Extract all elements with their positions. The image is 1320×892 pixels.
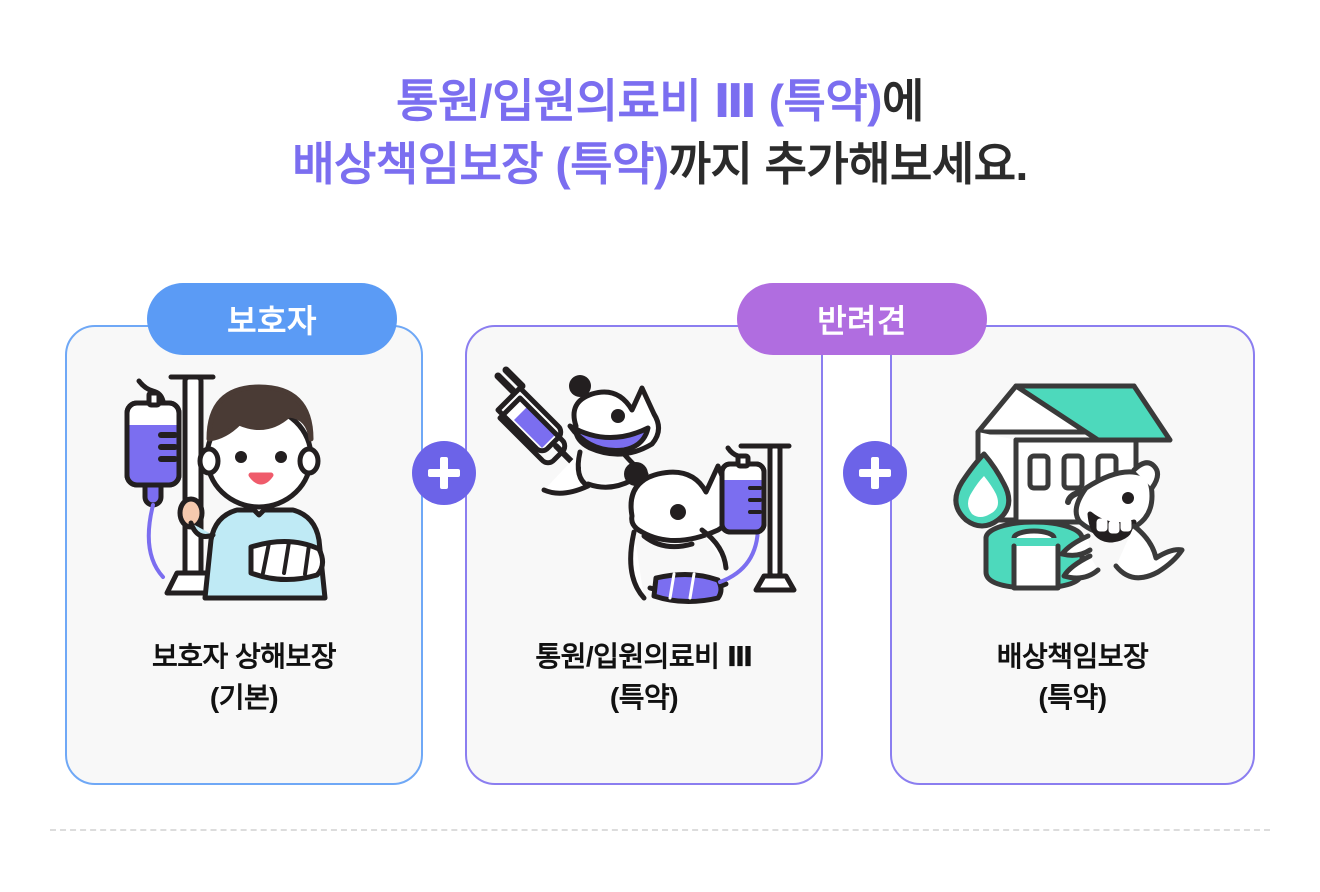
bottom-dashed-divider [50, 829, 1270, 831]
headline-line-1-accent: 통원/입원의료비 Ⅲ (특약) [396, 75, 882, 127]
coverage-card-caption: 통원/입원의료비 Ⅲ (특약) [467, 637, 821, 718]
group-pill-label: 반려견 [817, 303, 907, 339]
group-pill-label: 보호자 [227, 303, 317, 339]
headline-line-2-accent: 배상책임보장 (특약) [292, 138, 669, 191]
plus-badge-2 [843, 441, 907, 505]
coverage-card-subtitle: (기본) [209, 681, 279, 713]
house-fire-toilet-paper-and-barking-dog-icon [892, 355, 1253, 625]
two-dogs-syringe-and-iv-drip-icon [467, 355, 821, 625]
injured-person-with-iv-drip-icon [67, 355, 421, 625]
headline-line-1: 통원/입원의료비 Ⅲ (특약)에 [0, 70, 1320, 133]
coverage-card-title: 보호자 상해보장 [151, 641, 337, 672]
coverage-cards-row: 보호자 상해보장 (기본) [65, 325, 1255, 785]
page-title: 통원/입원의료비 Ⅲ (특약)에 배상책임보장 (특약)까지 추가해보세요. [0, 70, 1320, 197]
plus-badge-1 [412, 441, 476, 505]
coverage-card-caption: 보호자 상해보장 (기본) [67, 637, 421, 718]
coverage-card-title: 통원/입원의료비 Ⅲ [535, 641, 753, 672]
group-pill-guardian: 보호자 [147, 283, 397, 355]
headline-line-1-plain: 에 [882, 75, 924, 127]
group-pill-pet: 반려견 [737, 283, 987, 355]
coverage-card-liability[interactable]: 배상책임보장 (특약) [890, 325, 1255, 785]
coverage-card-subtitle: (특약) [1038, 681, 1107, 713]
coverage-card-subtitle: (특약) [609, 681, 679, 713]
headline-line-2-plain: 까지 추가해보세요. [668, 138, 1029, 191]
coverage-card-caption: 배상책임보장 (특약) [892, 637, 1253, 718]
coverage-card-outpatient-inpatient[interactable]: 통원/입원의료비 Ⅲ (특약) [465, 325, 823, 785]
coverage-card-guardian-injury[interactable]: 보호자 상해보장 (기본) [65, 325, 423, 785]
headline-line-2: 배상책임보장 (특약)까지 추가해보세요. [0, 133, 1320, 196]
coverage-card-title: 배상책임보장 [996, 641, 1149, 672]
